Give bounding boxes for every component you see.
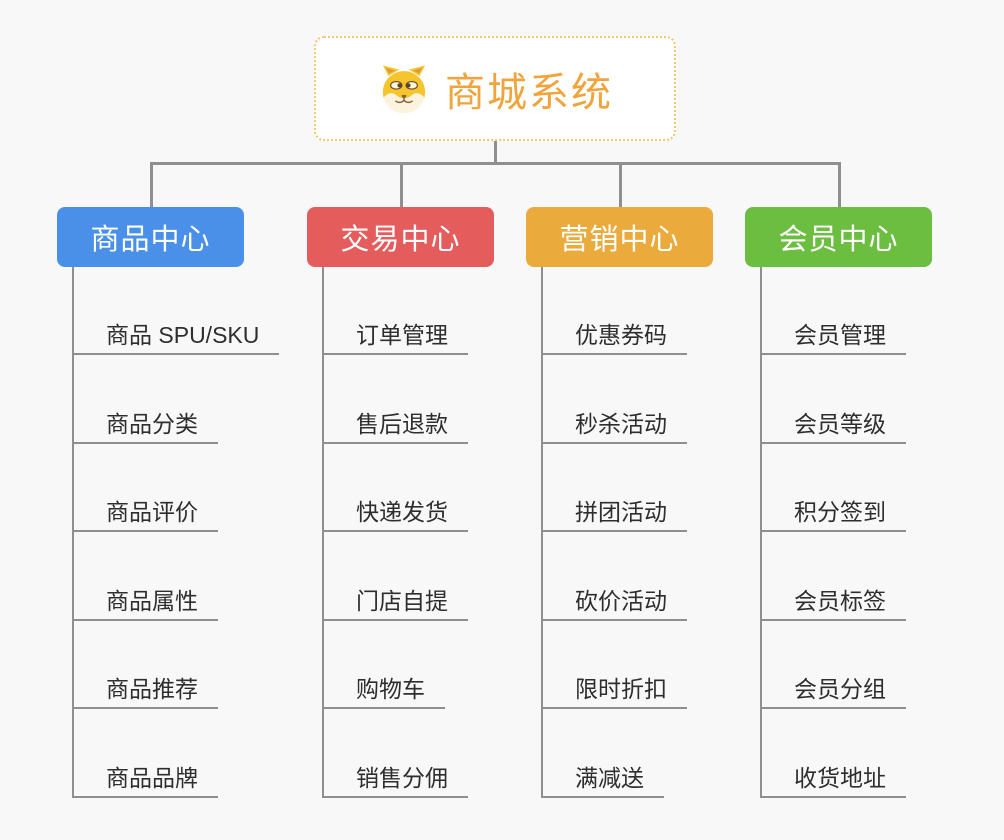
leaf-node[interactable]: 商品推荐 <box>72 675 218 709</box>
branch-product-center: 商品中心商品 SPU/SKU 商品分类商品评价商品属性商品推荐商品品牌 <box>57 0 317 840</box>
branch-spine-line <box>322 267 324 798</box>
branch-drop-line-member-center <box>838 162 841 207</box>
leaf-node[interactable]: 优惠券码 <box>541 321 687 355</box>
leaf-node[interactable]: 商品属性 <box>72 587 218 621</box>
root-title: 商城系统 <box>445 70 613 115</box>
branch-marketing-center: 营销中心优惠券码秒杀活动拼团活动砍价活动限时折扣满减送 <box>526 0 786 840</box>
leaf-node[interactable]: 会员管理 <box>760 321 906 355</box>
root-stem-line <box>494 141 497 165</box>
leaf-node[interactable]: 会员标签 <box>760 587 906 621</box>
branch-drop-line-product-center <box>150 162 153 207</box>
leaf-node[interactable]: 砍价活动 <box>541 587 687 621</box>
leaf-node[interactable]: 限时折扣 <box>541 675 687 709</box>
leaf-node[interactable]: 快递发货 <box>322 498 468 532</box>
branch-node-product-center[interactable]: 商品中心 <box>57 207 244 267</box>
branch-trade-center: 交易中心订单管理售后退款快递发货门店自提购物车销售分佣 <box>307 0 567 840</box>
branch-node-member-center[interactable]: 会员中心 <box>745 207 932 267</box>
leaf-node[interactable]: 会员等级 <box>760 410 906 444</box>
leaf-node[interactable]: 门店自提 <box>322 587 468 621</box>
leaf-node[interactable]: 商品 SPU/SKU <box>72 321 280 355</box>
leaf-node[interactable]: 商品评价 <box>72 498 218 532</box>
root-node-mall-system[interactable]: 商城系统 <box>314 36 676 141</box>
horizontal-bus-line <box>150 162 841 165</box>
leaf-node[interactable]: 商品品牌 <box>72 764 218 798</box>
branch-spine-line <box>72 267 74 798</box>
leaf-node[interactable]: 会员分组 <box>760 675 906 709</box>
leaf-node[interactable]: 秒杀活动 <box>541 410 687 444</box>
shiba-dog-icon <box>382 64 426 113</box>
branch-node-trade-center[interactable]: 交易中心 <box>307 207 494 267</box>
leaf-node[interactable]: 销售分佣 <box>322 764 468 798</box>
branch-drop-line-trade-center <box>400 162 403 207</box>
leaf-node[interactable]: 积分签到 <box>760 498 906 532</box>
leaf-node[interactable]: 商品分类 <box>72 410 218 444</box>
leaf-node[interactable]: 订单管理 <box>322 321 468 355</box>
branch-spine-line <box>760 267 762 798</box>
branch-node-marketing-center[interactable]: 营销中心 <box>526 207 713 267</box>
leaf-node[interactable]: 收货地址 <box>760 764 906 798</box>
leaf-node[interactable]: 售后退款 <box>322 410 468 444</box>
leaf-node[interactable]: 满减送 <box>541 764 664 798</box>
branch-drop-line-marketing-center <box>619 162 622 207</box>
branch-member-center: 会员中心会员管理会员等级积分签到会员标签会员分组收货地址 <box>745 0 1004 840</box>
branch-spine-line <box>541 267 543 798</box>
leaf-node[interactable]: 购物车 <box>322 675 445 709</box>
leaf-node[interactable]: 拼团活动 <box>541 498 687 532</box>
